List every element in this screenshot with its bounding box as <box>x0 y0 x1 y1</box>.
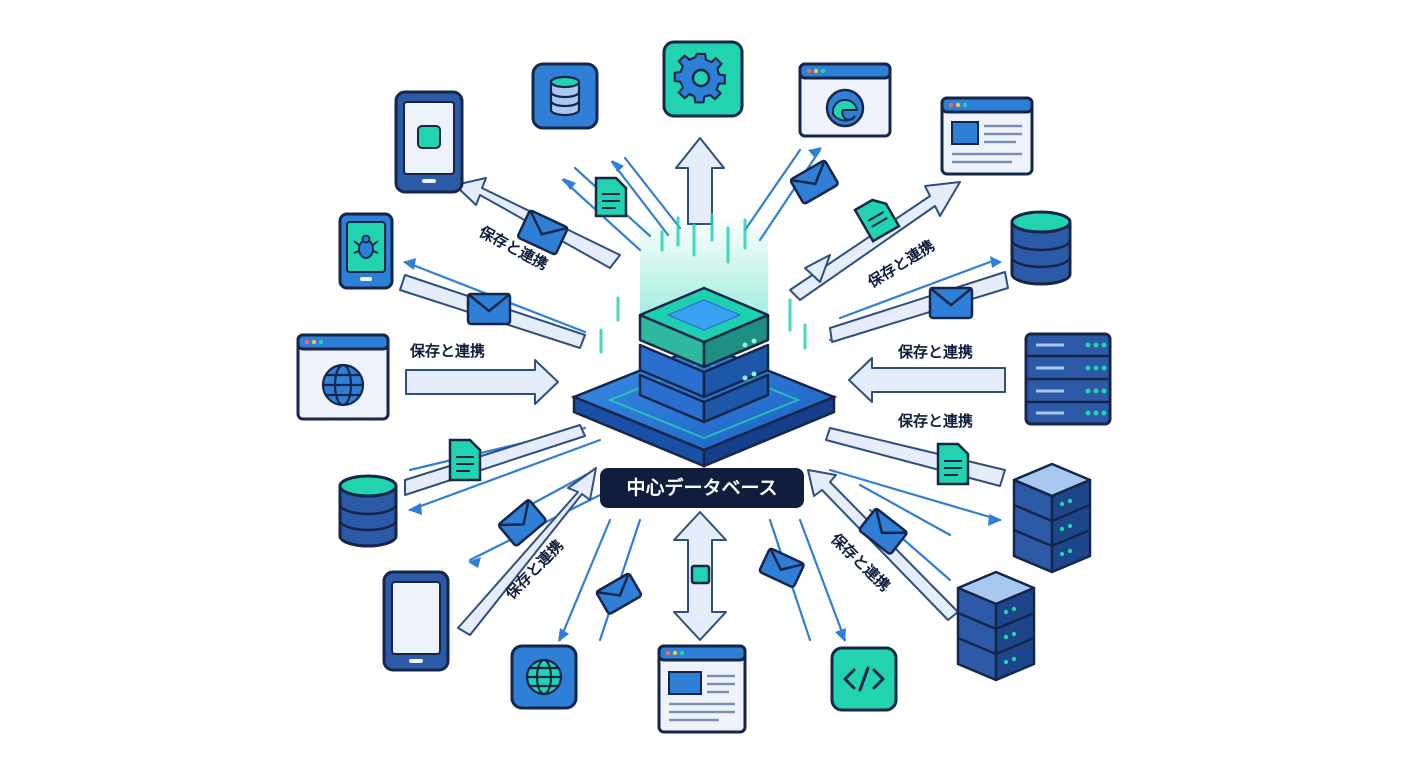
smartphone-icon <box>394 90 464 194</box>
envelope-icon <box>789 159 839 205</box>
central-label-text: 中心データベース <box>626 476 777 499</box>
connection-arrowheads <box>403 147 1002 642</box>
database-icon <box>1010 210 1072 286</box>
central-label: 中心データベース <box>600 468 804 508</box>
phone-icon <box>382 570 450 672</box>
web-page-icon <box>940 96 1034 176</box>
document-icon <box>448 438 482 482</box>
node-square-icon <box>690 564 711 585</box>
envelope-icon <box>466 292 512 326</box>
link-label-right-lower: 保存と連携 <box>897 412 973 430</box>
server-stack-icon <box>956 570 1036 682</box>
link-label-right-upper: 保存と連携 <box>897 343 973 361</box>
database-icon <box>338 474 398 548</box>
document-icon <box>853 198 901 243</box>
globe-icon <box>510 644 578 710</box>
web-page-icon <box>657 644 747 734</box>
server-rack-icon <box>1024 332 1112 426</box>
server-stack-icon <box>1012 462 1092 574</box>
code-icon <box>830 646 898 712</box>
envelope-icon <box>858 507 908 555</box>
document-icon <box>594 176 628 218</box>
central-database-stack <box>570 213 838 468</box>
envelope-icon <box>517 209 569 256</box>
browser-edge-icon <box>798 62 892 138</box>
tablet-bug-icon <box>338 212 394 290</box>
envelope-icon <box>758 547 805 588</box>
link-label-left-middle: 保存と連携 <box>409 342 485 360</box>
database-icon <box>531 62 599 130</box>
browser-globe-icon <box>296 333 390 421</box>
envelope-icon <box>497 499 547 547</box>
gear-icon <box>662 40 744 118</box>
document-icon <box>936 442 970 486</box>
envelope-icon <box>595 572 643 615</box>
envelope-icon <box>928 286 974 320</box>
